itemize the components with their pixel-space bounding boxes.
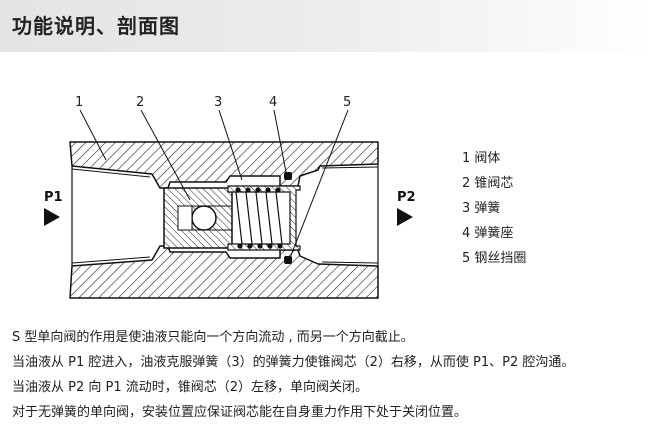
port-p1-label: P1 bbox=[44, 190, 63, 205]
parts-legend: 1 阀体 2 锥阀芯 3 弹簧 4 弹簧座 5 钢丝挡圈 bbox=[462, 146, 526, 271]
legend-item: 4 弹簧座 bbox=[462, 226, 514, 241]
legend-item: 5 钢丝挡圈 bbox=[462, 251, 527, 266]
flow-arrow-left-icon bbox=[44, 208, 60, 226]
function-description: S 型单向阀的作用是使油液只能向一个方向流动 , 而另一个方向截止。 当油液从 … bbox=[12, 325, 574, 425]
port-p2-label: P2 bbox=[397, 190, 416, 205]
callout-3: 3 bbox=[214, 95, 222, 110]
section-header: 功能说明、剖面图 bbox=[0, 0, 651, 52]
callout-1: 1 bbox=[75, 95, 83, 110]
legend-item: 3 弹簧 bbox=[462, 201, 501, 216]
valve-body-lower bbox=[69, 245, 379, 299]
page-title: 功能说明、剖面图 bbox=[12, 14, 180, 38]
spring-seat bbox=[227, 185, 301, 251]
description-line: 当油液从 P1 腔进入，油液克服弹簧（3）的弹簧力使锥阀芯（2）右移，从而使 P… bbox=[12, 355, 575, 370]
spring bbox=[235, 191, 283, 245]
legend-item: 1 阀体 bbox=[462, 151, 501, 166]
flow-arrow-right-icon bbox=[397, 208, 413, 226]
description-line: S 型单向阀的作用是使油液只能向一个方向流动 , 而另一个方向截止。 bbox=[12, 330, 414, 345]
spring-coil-sections bbox=[235, 187, 283, 249]
description-line: 对于无弹簧的单向阀，安装位置应保证阀芯能在自身重力作用下处于关闭位置。 bbox=[12, 405, 468, 420]
callout-5: 5 bbox=[343, 95, 351, 110]
valve-body-upper bbox=[69, 141, 379, 189]
poppet-bore bbox=[191, 205, 217, 231]
description-line: 当油液从 P2 向 P1 流动时，锥阀芯（2）左移，单向阀关闭。 bbox=[12, 380, 369, 395]
retaining-ring-upper bbox=[284, 172, 292, 180]
legend-item: 2 锥阀芯 bbox=[462, 176, 514, 191]
callout-4: 4 bbox=[269, 95, 277, 110]
callout-2: 2 bbox=[136, 95, 144, 110]
